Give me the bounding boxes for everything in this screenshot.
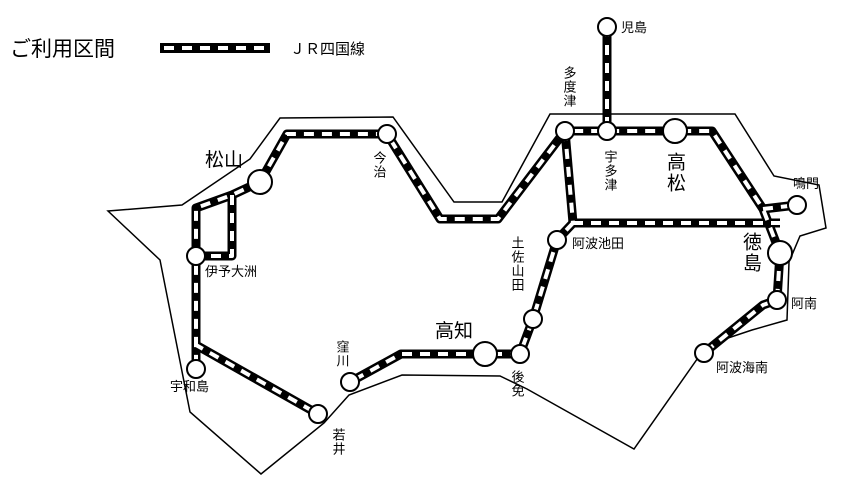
station-tadotsu[interactable] [555, 121, 575, 141]
label-kochi: 高知 [435, 320, 473, 342]
uchiko-loop-dash [196, 195, 234, 258]
label-tadotsu: 多度津 [561, 65, 577, 108]
label-wakai: 若井 [330, 427, 346, 456]
station-kojima[interactable] [597, 17, 617, 37]
station-kubokawa[interactable] [340, 372, 360, 392]
station-takamatsu[interactable] [662, 118, 688, 144]
legend-line-swatch [160, 43, 270, 53]
label-tokushima: 徳島 [740, 232, 762, 274]
station-uwajima[interactable] [186, 359, 206, 379]
station-naruto[interactable] [787, 195, 807, 215]
station-awa-kainan[interactable] [694, 343, 714, 363]
label-naruto: 鳴門 [793, 177, 819, 192]
label-gomen: 後免 [509, 370, 525, 398]
kochi-kubokawa-dash [349, 352, 520, 384]
label-utazu: 宇多津 [602, 150, 618, 192]
label-kojima: 児島 [621, 21, 647, 36]
station-tokushima[interactable] [767, 240, 793, 266]
station-kochi[interactable] [472, 341, 498, 367]
station-gomen[interactable] [510, 344, 530, 364]
station-matsuyama[interactable] [247, 169, 273, 195]
label-anan: 阿南 [791, 296, 817, 312]
station-tosa-yamada[interactable] [523, 309, 543, 329]
stations [186, 17, 807, 424]
label-uwajima: 宇和島 [170, 380, 209, 395]
label-imabari: 今治 [371, 150, 387, 179]
label-kubokawa: 窪川 [334, 339, 350, 368]
dosan-line-north-dash [563, 130, 575, 224]
label-awa-kainan: 阿波海南 [716, 360, 768, 376]
station-imabari[interactable] [377, 124, 397, 144]
dosan-line-south-track [515, 219, 577, 356]
station-awa-ikeda[interactable] [547, 230, 567, 250]
station-wakai[interactable] [308, 404, 328, 424]
label-matsuyama: 松山 [205, 149, 243, 171]
station-anan[interactable] [767, 290, 787, 310]
station-utazu[interactable] [597, 121, 617, 141]
yosan-line-south-dash [194, 180, 319, 416]
legend-line-label: ＪＲ四国線 [290, 40, 365, 58]
label-awa-ikeda: 阿波池田 [572, 237, 624, 252]
label-iyo-ozu: 伊予大洲 [205, 265, 257, 280]
label-tosa-yamada: 土佐山田 [509, 236, 525, 292]
label-takamatsu: 高松 [664, 152, 686, 194]
yosan-line-dash [258, 129, 782, 254]
naruto-line-dash [762, 203, 798, 211]
legend-title: ご利用区間 [10, 37, 115, 61]
station-iyo-ozu[interactable] [186, 246, 206, 266]
